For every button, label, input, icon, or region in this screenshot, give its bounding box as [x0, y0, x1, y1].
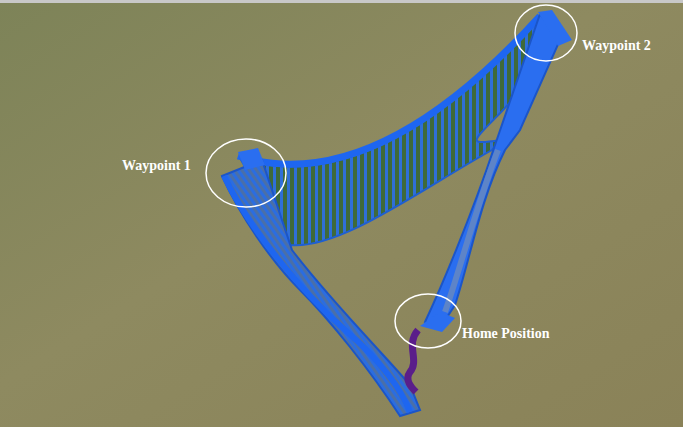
flight-path	[445, 150, 498, 312]
highlight-circle	[206, 139, 286, 207]
waypoint-label: Home Position	[462, 326, 550, 341]
waypoint-label: Waypoint 1	[122, 158, 191, 173]
highlight-circle	[395, 294, 461, 348]
waypoint-label: Waypoint 2	[582, 38, 651, 53]
flight-path	[238, 16, 540, 164]
waypoint-marker	[238, 148, 265, 170]
highlight-circle	[515, 5, 577, 61]
flight-path	[224, 176, 410, 412]
home-marker	[420, 312, 455, 332]
return-path	[408, 330, 418, 392]
top-border	[0, 0, 683, 3]
flight-curtain	[222, 160, 420, 416]
waypoint-marker	[538, 10, 572, 46]
